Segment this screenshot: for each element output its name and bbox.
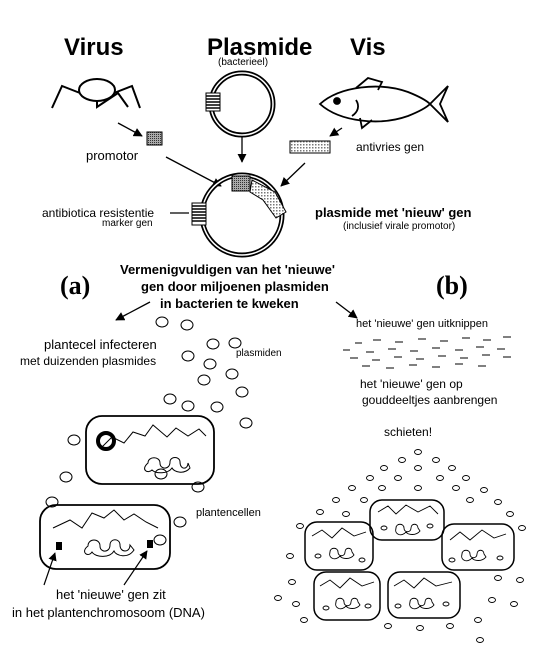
label-marker-gen: marker gen — [102, 218, 153, 229]
plant-cell-bottom — [39, 504, 171, 570]
bombarded-cell-contents — [311, 504, 507, 610]
label-gen-op: het 'nieuwe' gen op — [360, 377, 463, 391]
label-plantecel-infecteren: plantecel infecteren — [44, 337, 157, 352]
label-promotor: promotor — [86, 148, 139, 163]
promotor-box — [146, 131, 163, 146]
label-plasmide-nieuw: plasmide met 'nieuw' gen — [315, 205, 472, 220]
recombinant-plasmid — [191, 172, 287, 258]
label-schieten: schieten! — [384, 425, 433, 439]
label-route-b: (b) — [436, 271, 468, 300]
label-uitknippen: het 'nieuwe' gen uitknippen — [356, 318, 489, 330]
label-duizenden-plasmides: met duizenden plasmides — [20, 354, 157, 368]
gold-particles — [274, 449, 526, 643]
plant-cell-top — [85, 415, 215, 485]
label-gen-zit: het 'nieuwe' gen zit — [56, 587, 166, 602]
label-route-a: (a) — [60, 271, 91, 300]
gene-pointers — [43, 550, 148, 586]
label-vermenigvuldigen-1: Vermenigvuldigen van het 'nieuwe' — [120, 262, 335, 277]
plasmid-circles-a — [45, 316, 253, 546]
subtitle-bacterieel: (bacterieel) — [218, 57, 269, 68]
title-virus: Virus — [64, 34, 124, 61]
fish-shape — [318, 77, 449, 130]
arrows-middle — [115, 301, 358, 321]
bombarded-cells — [304, 499, 515, 621]
label-vermenigvuldigen-3: in bacterien te kweken — [160, 296, 299, 311]
title-vis: Vis — [350, 34, 386, 61]
arrows-top — [117, 122, 343, 187]
title-plasmide: Plasmide — [207, 34, 313, 61]
label-inclusief: (inclusief virale promotor) — [343, 221, 456, 232]
label-plantenchromosoom: in het plantenchromosoom (DNA) — [12, 605, 205, 620]
label-gouddeeltjes: gouddeeltjes aanbrengen — [362, 393, 498, 407]
bacterial-plasmid — [205, 70, 276, 138]
antifreeze-gene-box — [289, 140, 331, 154]
label-antibiotica: antibiotica resistentie — [42, 206, 155, 220]
virus-shape — [51, 78, 141, 109]
cut-gene-fragments — [343, 336, 511, 369]
label-plasmiden: plasmiden — [236, 348, 282, 359]
particles-in-cells — [314, 523, 504, 611]
label-plantencellen: plantencellen — [196, 507, 261, 519]
label-antivries-gen: antivries gen — [356, 140, 425, 154]
label-vermenigvuldigen-2: gen door miljoenen plasmiden — [141, 279, 329, 294]
